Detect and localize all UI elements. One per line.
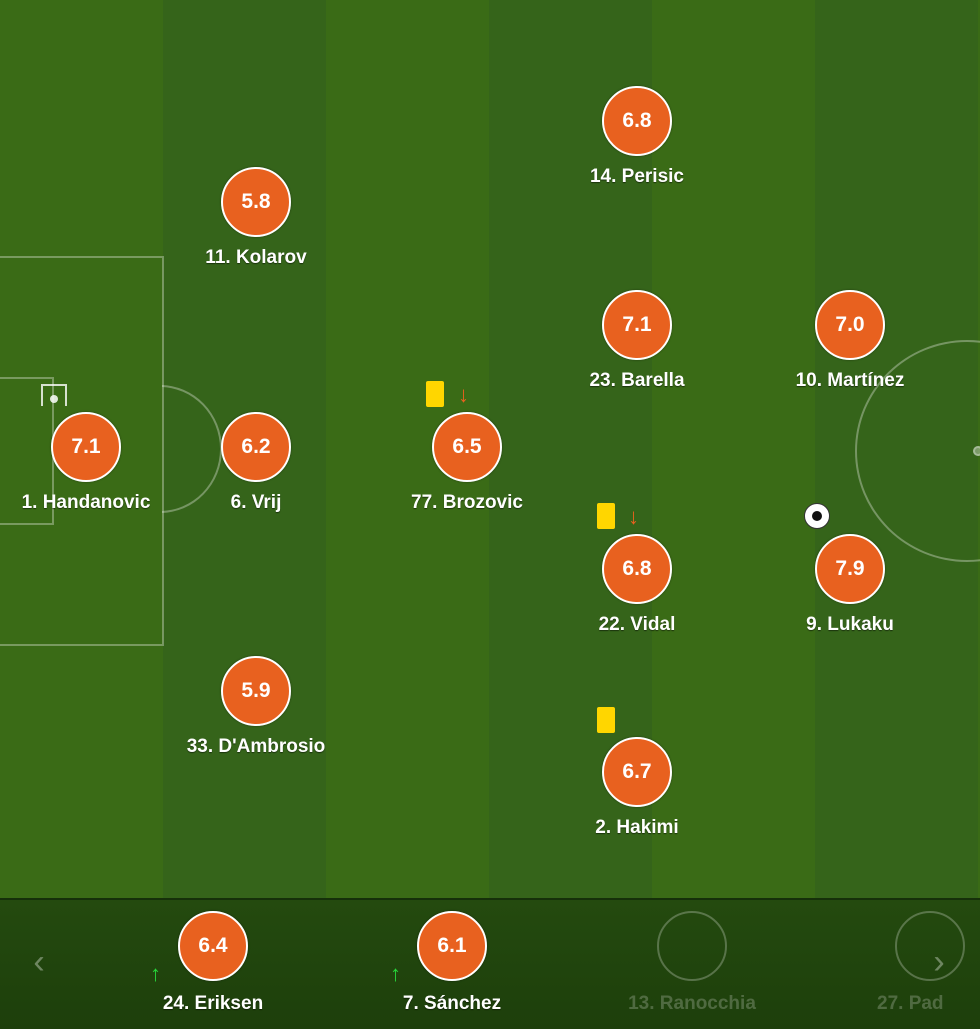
empty-rating-ring	[895, 911, 965, 981]
goalkeeper-icon	[41, 384, 67, 406]
sub-off-arrow-icon: ↓	[628, 504, 639, 529]
rating-badge: 6.1	[417, 911, 487, 981]
next-arrow-button[interactable]: ›	[933, 943, 945, 981]
player-name: 24. Eriksen	[162, 993, 264, 1014]
sub-on-arrow-icon: ↑	[390, 961, 401, 986]
sub-off-arrow-icon: ↓	[458, 382, 469, 407]
player-name: 22. Vidal	[598, 614, 676, 635]
player-name: 14. Perisic	[589, 166, 685, 187]
rating-badge: 6.2	[221, 412, 291, 482]
player-name: 13. Ranocchia	[628, 993, 756, 1014]
sub-on-arrow-icon: ↑	[150, 961, 161, 986]
rating-badge: 6.4	[178, 911, 248, 981]
yellow-card-icon	[597, 503, 615, 529]
player-name: 7. Sánchez	[402, 993, 502, 1014]
ball-icon	[804, 503, 830, 529]
player-name: 9. Lukaku	[806, 614, 894, 635]
rating-badge: 6.7	[602, 737, 672, 807]
rating-badge: 6.5	[432, 412, 502, 482]
pitch: 7.1 1. Handanovic 5.8 11. Kolarov 6.2 6.…	[0, 0, 980, 898]
rating-badge: 6.8	[602, 86, 672, 156]
prev-arrow-button[interactable]: ‹	[33, 943, 45, 981]
rating-badge: 7.1	[602, 290, 672, 360]
player-name: 11. Kolarov	[205, 247, 307, 268]
player-name: 23. Barella	[589, 370, 685, 391]
player-name: 77. Brozovic	[411, 492, 523, 513]
player-name: 27. Pad	[877, 993, 944, 1014]
rating-badge: 7.1	[51, 412, 121, 482]
rating-badge: 6.8	[602, 534, 672, 604]
player-name: 33. D'Ambrosio	[186, 736, 326, 757]
yellow-card-icon	[597, 707, 615, 733]
empty-rating-ring	[657, 911, 727, 981]
rating-badge: 5.9	[221, 656, 291, 726]
substitutes-bench: ‹ ↑ 6.4 24. Eriksen ↑ 6.1 7. Sánchez 13.…	[0, 898, 980, 1029]
player-name: 2. Hakimi	[595, 817, 679, 838]
player-name: 6. Vrij	[230, 492, 282, 513]
rating-badge: 5.8	[221, 167, 291, 237]
rating-badge: 7.0	[815, 290, 885, 360]
center-spot	[973, 446, 980, 456]
player-name: 10. Martínez	[795, 370, 905, 391]
player-name: 1. Handanovic	[21, 492, 151, 513]
rating-badge: 7.9	[815, 534, 885, 604]
yellow-card-icon	[426, 381, 444, 407]
